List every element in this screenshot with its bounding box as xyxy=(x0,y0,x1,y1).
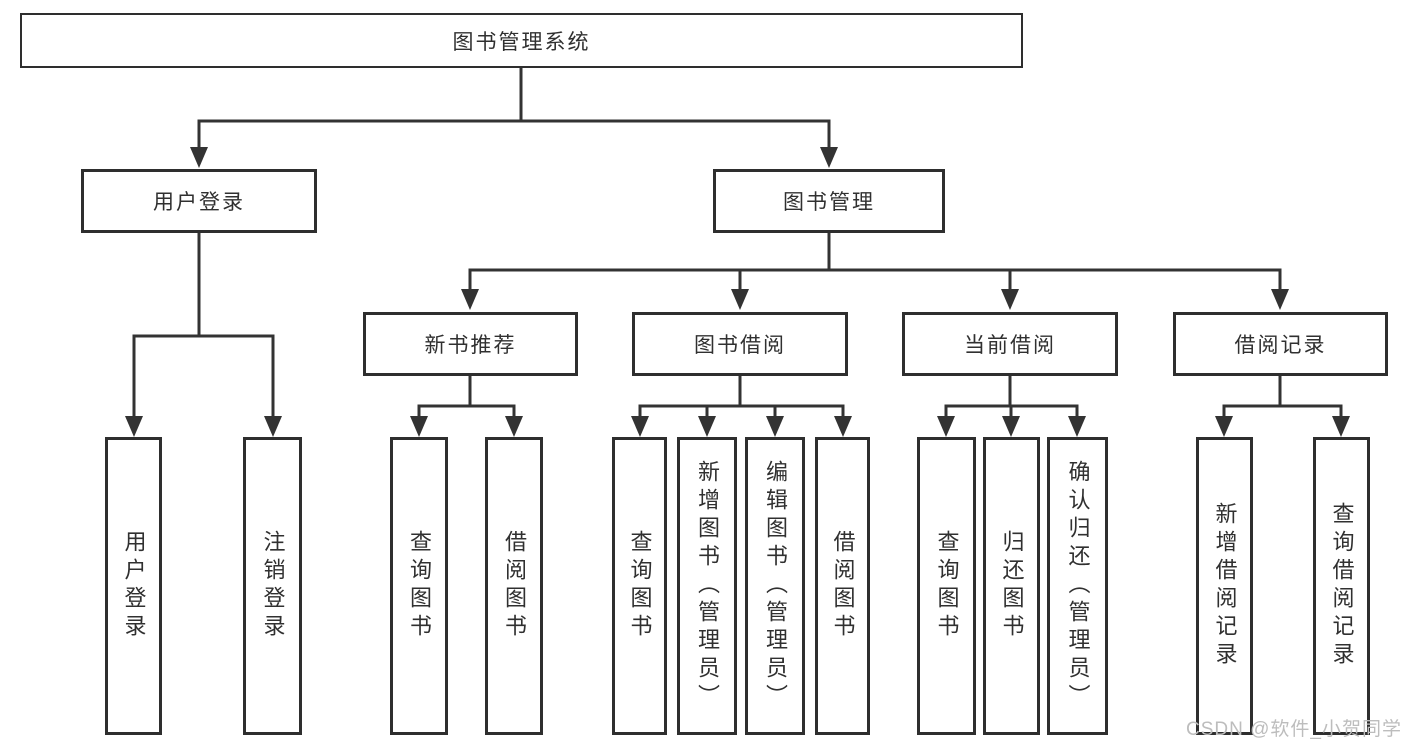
connector-borrow-records-branch xyxy=(1222,374,1343,430)
node-book-borrowing: 图书借阅 xyxy=(632,312,848,376)
leaf-query-books-current-label: 查询图书 xyxy=(934,530,960,642)
node-root: 图书管理系统 xyxy=(20,13,1023,68)
leaf-query-borrow-record: 查询借阅记录 xyxy=(1313,437,1370,735)
node-borrow-records: 借阅记录 xyxy=(1173,312,1388,376)
leaf-query-books-recommend-label: 查询图书 xyxy=(407,530,432,642)
node-borrow-records-label: 借阅记录 xyxy=(1234,334,1327,357)
node-current-borrowing-label: 当前借阅 xyxy=(964,334,1056,357)
leaf-query-borrow-record-label: 查询借阅记录 xyxy=(1329,502,1355,670)
node-new-book-recommend: 新书推荐 xyxy=(363,312,578,376)
leaf-user-login-label: 用户登录 xyxy=(121,530,147,642)
leaf-add-borrow-record-label: 新增借阅记录 xyxy=(1212,502,1238,670)
leaf-borrow-books-borrowing: 借阅图书 xyxy=(815,437,870,735)
leaf-logout-login-label: 注销登录 xyxy=(260,530,286,642)
leaf-query-books-borrowing-label: 查询图书 xyxy=(627,530,653,642)
leaf-add-borrow-record: 新增借阅记录 xyxy=(1196,437,1253,735)
arrow-down-icons xyxy=(125,147,1350,437)
leaf-user-login: 用户登录 xyxy=(105,437,162,735)
leaf-borrow-books-recommend: 借阅图书 xyxy=(485,437,543,735)
leaf-query-books-current: 查询图书 xyxy=(917,437,976,735)
leaf-edit-books-admin: 编辑图书（管理员） xyxy=(745,437,805,735)
leaf-add-books-admin: 新增图书（管理员） xyxy=(677,437,737,735)
leaf-borrow-books-recommend-label: 借阅图书 xyxy=(502,530,527,642)
leaf-add-books-admin-label: 新增图书（管理员） xyxy=(695,460,720,712)
connector-book-borrowing-branch xyxy=(638,374,845,430)
node-user-login-branch: 用户登录 xyxy=(81,169,317,233)
node-book-management-label: 图书管理 xyxy=(783,191,875,214)
leaf-logout-login: 注销登录 xyxy=(243,437,302,735)
node-user-login-branch-label: 用户登录 xyxy=(153,191,245,214)
leaf-return-books-label: 归还图书 xyxy=(999,530,1025,642)
node-root-label: 图书管理系统 xyxy=(452,30,591,54)
node-new-book-recommend-label: 新书推荐 xyxy=(424,334,517,357)
leaf-return-books: 归还图书 xyxy=(983,437,1040,735)
leaf-confirm-return-admin: 确认归还（管理员） xyxy=(1047,437,1108,735)
leaf-edit-books-admin-label: 编辑图书（管理员） xyxy=(763,460,788,712)
node-book-management: 图书管理 xyxy=(713,169,945,233)
watermark: CSDN @软件_小贺同学 xyxy=(1186,719,1402,740)
leaf-query-books-borrowing: 查询图书 xyxy=(612,437,667,735)
leaf-borrow-books-borrowing-label: 借阅图书 xyxy=(830,530,856,642)
connector-book-management-branch xyxy=(468,230,1282,302)
leaf-confirm-return-admin-label: 确认归还（管理员） xyxy=(1065,460,1091,712)
connector-user-login-branch xyxy=(132,231,275,430)
node-current-borrowing: 当前借阅 xyxy=(902,312,1118,376)
connector-root-to-level2 xyxy=(197,66,831,160)
connector-new-book-branch xyxy=(417,374,516,430)
leaf-query-books-recommend: 查询图书 xyxy=(390,437,448,735)
node-book-borrowing-label: 图书借阅 xyxy=(694,334,786,357)
